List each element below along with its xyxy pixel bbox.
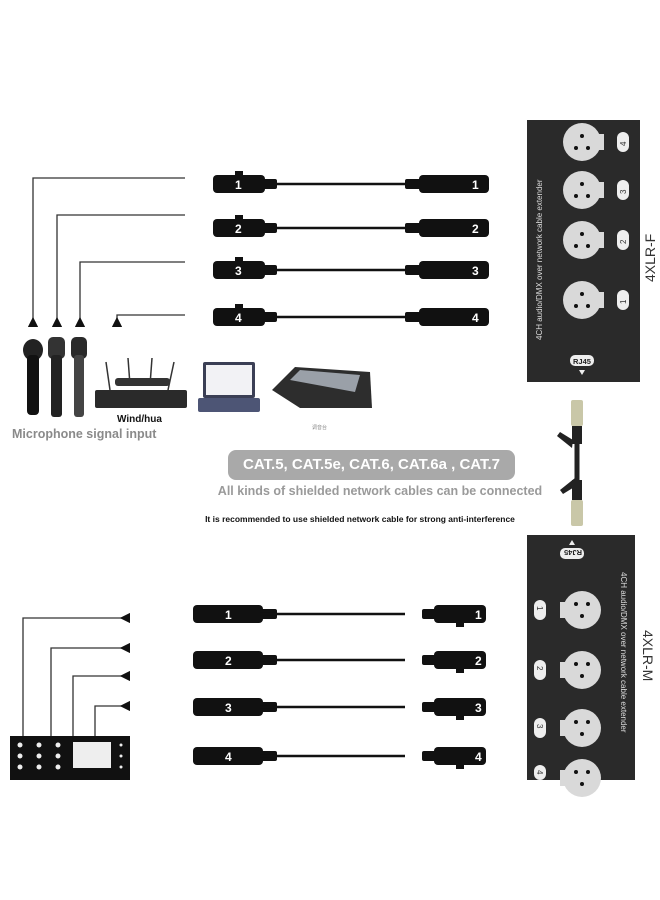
microphone-signal-input-label: Microphone signal input — [12, 427, 157, 441]
bottom-left-label-2: 2 — [225, 654, 232, 668]
mixer-caption: 调音台 — [312, 425, 328, 431]
bottom-cable-3 — [193, 698, 486, 720]
bottom-left-label-1: 1 — [225, 608, 232, 622]
top-extender-panel: 4 3 2 1 4CH audio/DMX over network cable… — [527, 120, 640, 382]
shielding-recommendation: It is recommended to use shielded networ… — [205, 514, 515, 524]
bottom-right-label-1: 1 — [475, 608, 482, 622]
output-routing-lines — [22, 612, 131, 737]
mic-routing-lines — [27, 177, 185, 328]
top-cable-4 — [213, 304, 489, 326]
bottom-panel-model: 4XLR-M — [640, 630, 656, 681]
top-panel-num-4: 4 — [619, 141, 628, 146]
top-panel-num-3: 3 — [619, 189, 628, 194]
bottom-panel-text: 4CH audio/DMX over network cable extende… — [619, 572, 628, 733]
cable-types-pill: CAT.5, CAT.5e, CAT.6, CAT.6a , CAT.7 — [228, 450, 515, 480]
mixing-console-icon — [272, 367, 372, 408]
bottom-left-label-4: 4 — [225, 750, 232, 764]
top-panel-text: 4CH audio/DMX over network cable extende… — [535, 179, 544, 340]
bottom-left-label-3: 3 — [225, 701, 232, 715]
bottom-panel-num-4: 4 — [535, 770, 544, 775]
top-left-label-2: 2 — [235, 222, 242, 236]
rj45-arrow-icon — [579, 370, 585, 375]
bottom-panel-num-1: 1 — [535, 606, 544, 611]
top-cables: 1 2 3 4 1 2 3 4 — [213, 171, 489, 326]
bottom-rj45-label: RJ45 — [564, 548, 582, 557]
top-cable-2 — [213, 215, 489, 237]
top-right-label-2: 2 — [472, 222, 479, 236]
top-left-label-3: 3 — [235, 264, 242, 278]
top-cable-3 — [213, 257, 489, 279]
top-left-label-1: 1 — [235, 178, 242, 192]
audio-device-icon — [10, 736, 130, 780]
bottom-extender-panel: 1 2 3 4 4CH audio/DMX over network cable… — [527, 535, 635, 797]
top-panel-num-2: 2 — [619, 239, 628, 244]
bottom-right-label-4: 4 — [475, 750, 482, 764]
top-right-label-4: 4 — [472, 311, 479, 325]
top-cable-1 — [213, 171, 489, 193]
bottom-cable-2 — [193, 651, 486, 673]
laptop-icon — [198, 362, 260, 412]
top-panel-model: 4XLR-F — [642, 234, 658, 282]
top-left-label-4: 4 — [235, 311, 242, 325]
bottom-panel-num-3: 3 — [535, 724, 544, 729]
top-right-label-3: 3 — [472, 264, 479, 278]
bottom-panel-num-2: 2 — [535, 666, 544, 671]
bottom-right-label-3: 3 — [475, 701, 482, 715]
bottom-right-label-2: 2 — [475, 654, 482, 668]
top-right-label-1: 1 — [472, 178, 479, 192]
receiver-label: Wind/hua — [117, 414, 162, 425]
top-panel-num-1: 1 — [619, 299, 628, 304]
wireless-receiver-icon — [95, 357, 187, 408]
cable-compatibility-note: All kinds of shielded network cables can… — [217, 484, 543, 498]
network-cable-icon — [557, 400, 583, 526]
bottom-cable-1 — [193, 605, 486, 627]
bottom-cables: 1 2 3 4 1 2 3 4 — [193, 605, 486, 769]
rj45-arrow-icon — [569, 540, 575, 545]
top-rj45-label: RJ45 — [573, 357, 591, 366]
bottom-cable-4 — [193, 747, 486, 769]
microphones-icon — [23, 337, 87, 417]
